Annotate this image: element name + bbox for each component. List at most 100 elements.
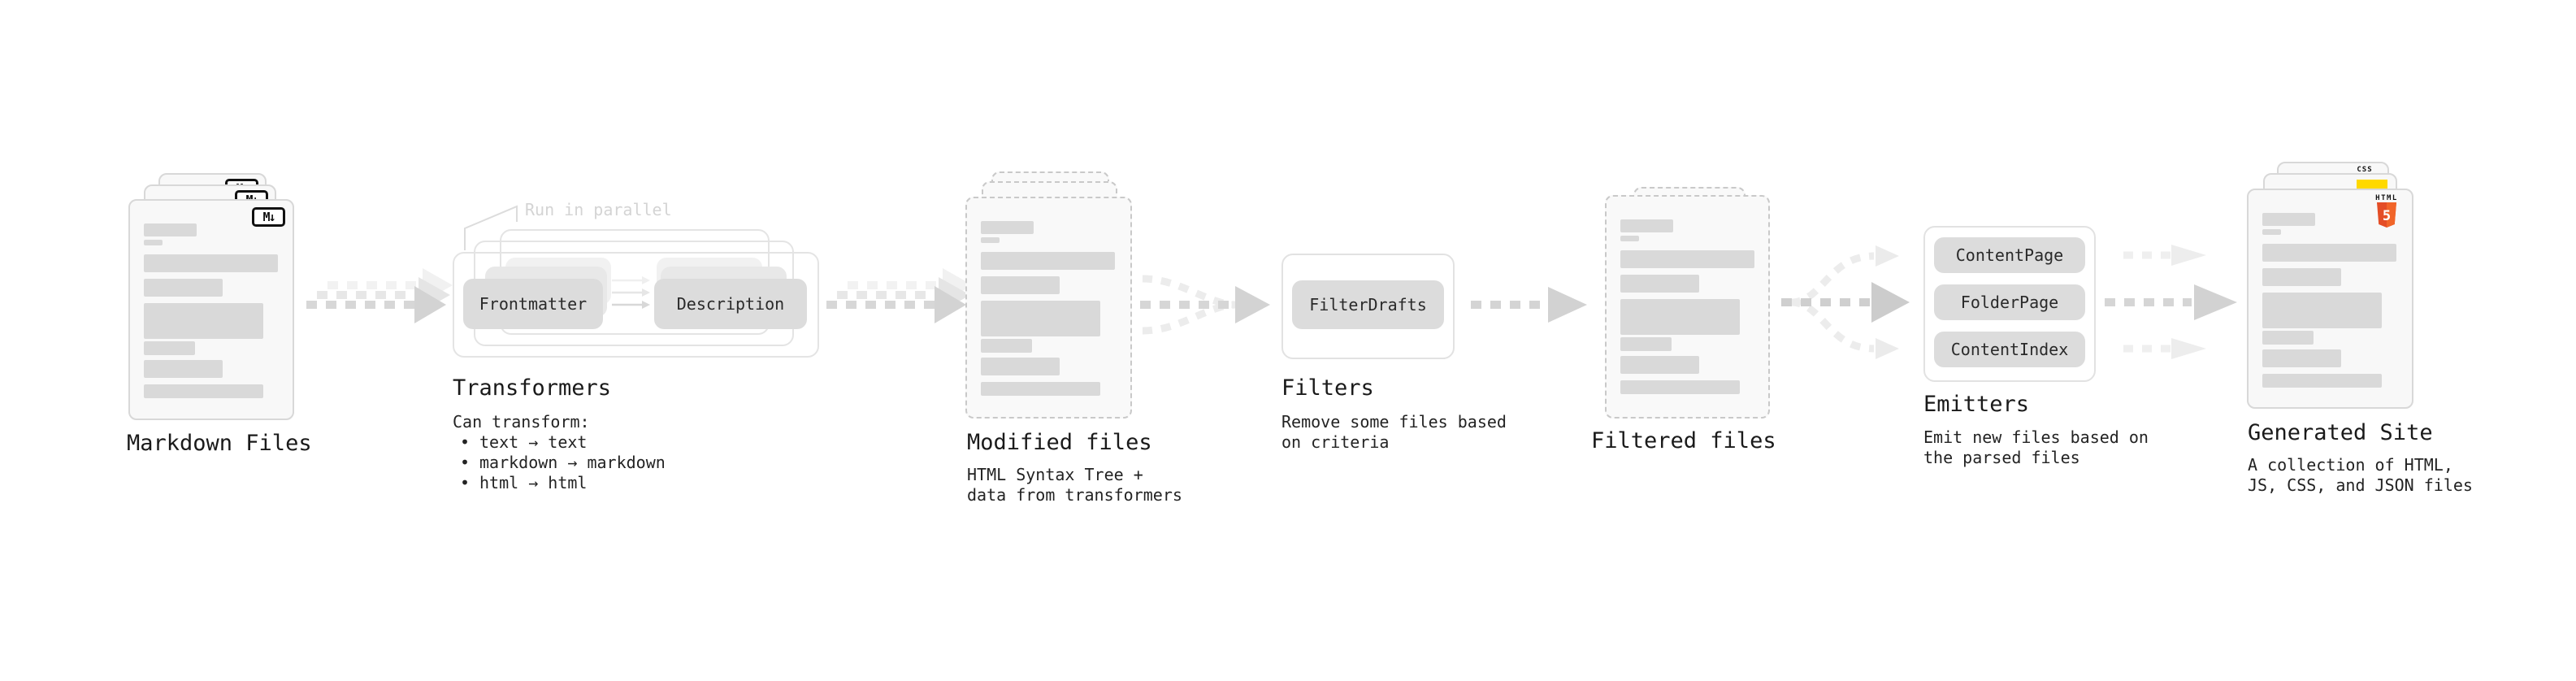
placeholder-bar [1620,250,1754,268]
placeholder-bar [2262,331,2314,345]
placeholder-bar [144,223,197,236]
placeholder-bar [2262,213,2315,226]
description-line: the parsed files [1923,448,2080,467]
placeholder-bar [981,339,1032,353]
description-line: Remove some files based [1281,412,1507,432]
placeholder-bar [2262,349,2341,367]
description-line: A collection of HTML, [2248,455,2453,475]
placeholder-bar [2262,268,2341,286]
contentindex-pill-label: ContentIndex [1950,340,2069,359]
placeholder-bar [144,240,163,245]
modified-files-stack [965,171,1160,423]
placeholder-bar [981,237,1000,243]
file-card-front: M↓ [128,199,294,420]
placeholder-text-bars [144,223,278,398]
placeholder-bar [144,303,263,339]
placeholder-bar [1620,299,1740,335]
run-in-parallel-label: Run in parallel [525,200,672,219]
html5-shield: 5 [2377,202,2396,228]
description-line: on criteria [1281,432,1390,452]
placeholder-bar [981,301,1100,336]
placeholder-text-bars [2262,213,2396,388]
frontmatter-pill: Frontmatter [463,279,603,329]
placeholder-bar [144,360,223,378]
parallel-mini-arrows [612,276,650,309]
bullet-text: text → text [479,432,588,452]
transformers-bullet-list: • text → text • markdown → markdown •html … [460,432,666,493]
generated-site-stack: CSS HTML 5 [2247,162,2442,414]
folderpage-pill: FolderPage [1934,284,2085,320]
flow-arrow-modified-to-filters-merge [1140,275,1270,335]
description-line: JS, CSS, and JSON files [2248,475,2473,495]
emitters-title: Emitters [1923,392,2030,417]
placeholder-bar [1620,275,1699,293]
flow-arrow-transformers-to-modified [826,268,973,323]
description-line: data from transformers [967,485,1182,505]
flow-arrow-filters-to-filtered [1471,287,1587,323]
bullet-item: • text → text [460,432,666,453]
placeholder-bar [981,221,1034,234]
html5-icon-wordmark: HTML [2375,194,2398,202]
placeholder-bar [2262,374,2382,388]
folderpage-pill-label: FolderPage [1960,293,2059,312]
description-line: Emit new files based on [1923,427,2149,447]
placeholder-bar [144,279,223,297]
flow-arrow-emitter-top [2123,245,2206,266]
placeholder-bar [2262,244,2396,262]
filterdrafts-pill-label: FilterDrafts [1309,295,1427,314]
bullet-item: •html → html [460,473,666,493]
filters-description: Remove some files based on criteria [1281,412,1507,453]
run-in-parallel-callout-line [464,205,518,250]
html5-number: 5 [2383,208,2391,224]
modified-files-description: HTML Syntax Tree + data from transformer… [967,465,1182,505]
filters-title: Filters [1281,375,1374,401]
generated-site-description: A collection of HTML, JS, CSS, and JSON … [2248,455,2473,496]
flow-arrow-emitter-middle [2105,284,2237,320]
placeholder-bar [981,358,1060,375]
bullet-char: • [460,453,471,472]
placeholder-text-bars [981,221,1115,396]
frontmatter-pill-label: Frontmatter [479,294,588,314]
css-icon-label: CSS [2357,166,2373,174]
placeholder-bar [2262,229,2281,235]
file-card-front [1605,195,1770,419]
html5-icon: HTML 5 [2370,194,2404,232]
placeholder-bar [981,382,1100,396]
flow-arrow-markdown-to-transformers [306,268,453,323]
file-card-front-html: HTML 5 [2247,189,2413,409]
markdown-files-stack: M↓ M↓ M↓ [128,173,323,425]
placeholder-bar [144,384,263,398]
contentpage-pill: ContentPage [1934,237,2085,273]
markdown-files-title: Markdown Files [127,431,312,456]
file-card-front [965,197,1132,419]
markdown-icon: M↓ [252,207,285,227]
placeholder-bar [144,254,278,272]
placeholder-bar [981,252,1115,270]
filtered-files-title: Filtered files [1591,428,1776,453]
modified-files-title: Modified files [967,430,1152,455]
placeholder-bar [1620,337,1672,351]
transformers-title: Transformers [453,375,612,401]
contentindex-pill: ContentIndex [1934,332,2085,367]
flow-arrow-filtered-to-emitters-split [1781,245,1910,359]
placeholder-bar [1620,356,1699,374]
transformers-description: Can transform: [453,412,590,432]
flow-arrow-emitter-bottom [2123,338,2206,359]
description-line: HTML Syntax Tree + [967,465,1143,484]
placeholder-bar [1620,236,1639,241]
placeholder-text-bars [1620,219,1754,394]
placeholder-bar [1620,380,1740,394]
description-pill-label: Description [676,294,785,314]
bullet-char: • [460,473,471,492]
markdown-icon-glyph: M↓ [262,210,275,224]
generated-site-title: Generated Site [2248,420,2433,445]
filterdrafts-pill: FilterDrafts [1292,280,1444,329]
transformer-frame-front [453,252,819,358]
placeholder-bar [1620,219,1673,232]
placeholder-bar [144,341,195,355]
contentpage-pill-label: ContentPage [1955,245,2064,265]
bullet-item: • markdown → markdown [460,453,666,473]
bullet-text: markdown → markdown [479,453,666,472]
bullet-char: • [460,432,471,452]
